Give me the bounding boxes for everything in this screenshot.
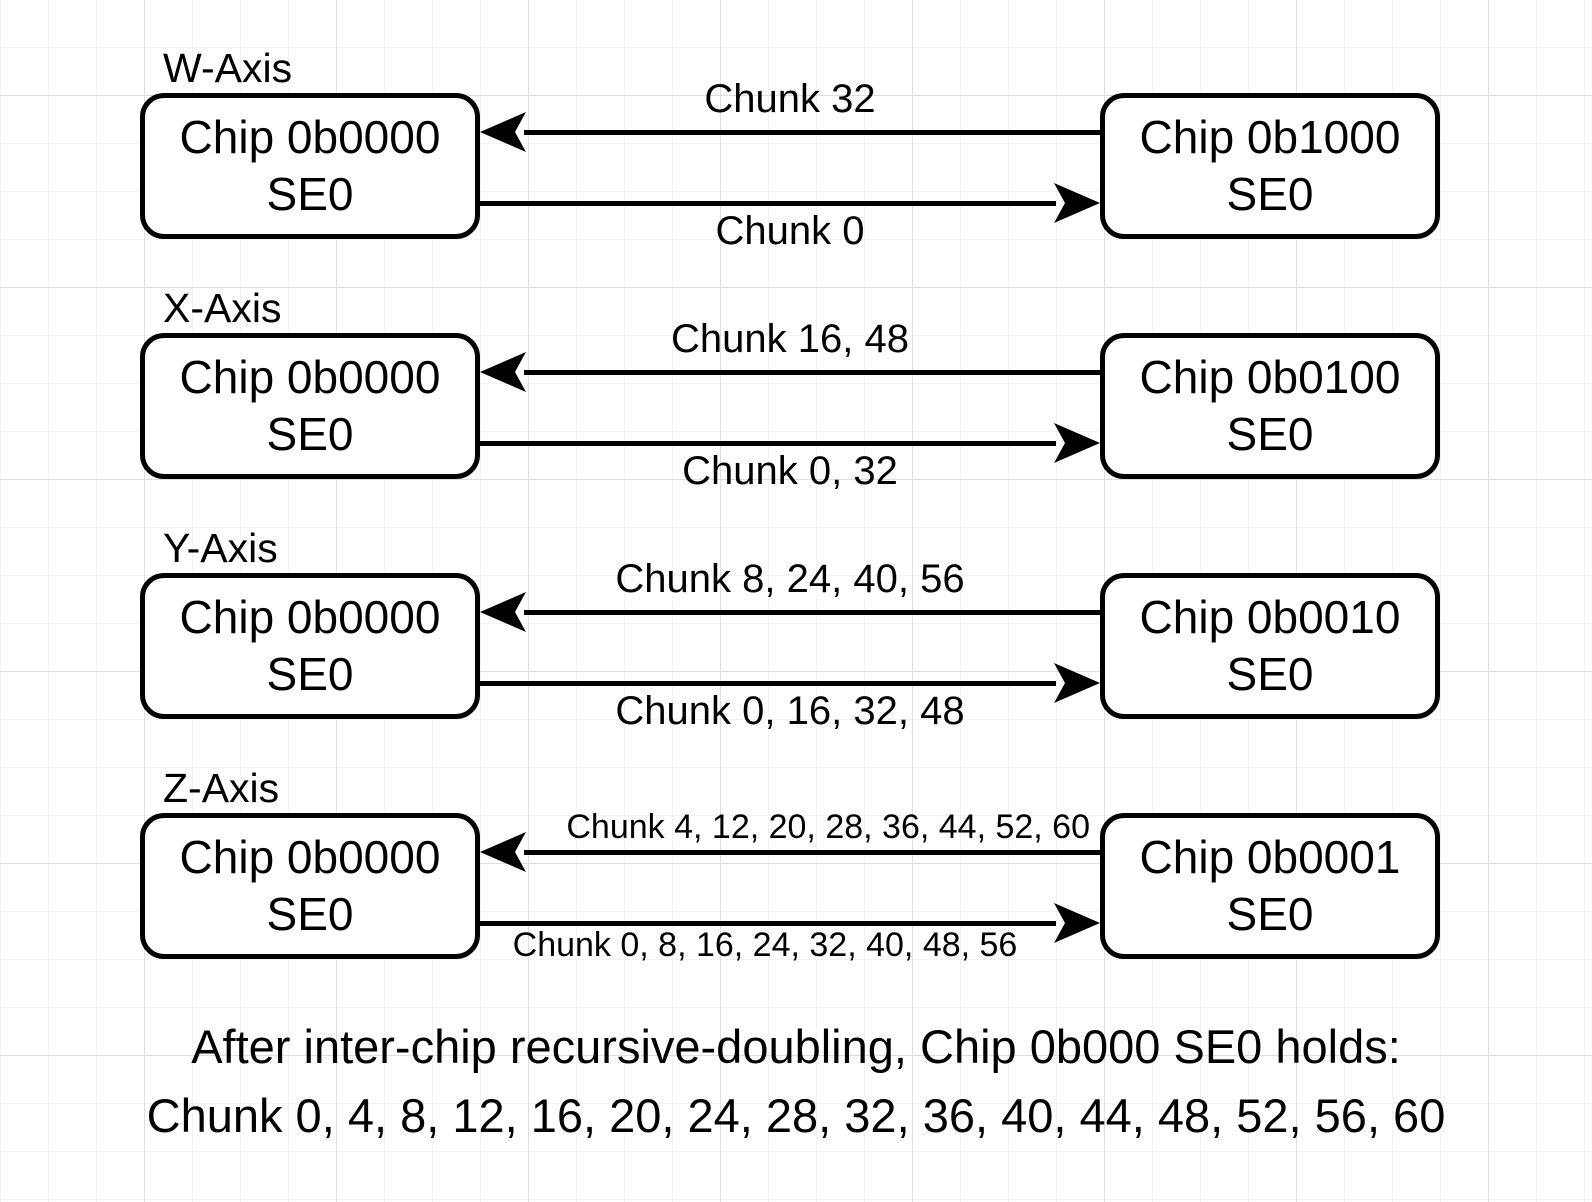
chip-box-left: Chip 0b0000 SE0 — [140, 573, 480, 719]
chip-box-left: Chip 0b0000 SE0 — [140, 333, 480, 479]
arrowhead-right-icon — [1054, 663, 1100, 703]
chip-subtitle: SE0 — [1226, 168, 1314, 220]
chip-subtitle: SE0 — [266, 168, 354, 220]
axis-section-x: X-Axis Chip 0b0000 SE0 Chip 0b0100 SE0 C… — [0, 285, 1592, 525]
arrowhead-left-icon — [480, 592, 526, 632]
arrowhead-left-icon — [480, 832, 526, 872]
chip-box-right: Chip 0b0100 SE0 — [1100, 333, 1440, 479]
chip-title: Chip 0b0100 — [1139, 351, 1401, 403]
arrow-shaft — [524, 130, 1100, 135]
arrow-label-to-left: Chunk 32 — [704, 77, 876, 121]
arrow-label-to-right: Chunk 0, 16, 32, 48 — [615, 689, 965, 733]
chip-box-left: Chip 0b0000 SE0 — [140, 813, 480, 959]
arrowhead-right-icon — [1054, 903, 1100, 943]
axis-section-y: Y-Axis Chip 0b0000 SE0 Chip 0b0010 SE0 C… — [0, 525, 1592, 765]
summary-line-2: Chunk 0, 4, 8, 12, 16, 20, 24, 28, 32, 3… — [146, 1089, 1446, 1142]
axis-label: Z-Axis — [163, 765, 280, 811]
arrow-label-to-right: Chunk 0, 32 — [682, 449, 898, 493]
chip-title: Chip 0b1000 — [1139, 111, 1401, 163]
axis-label: X-Axis — [163, 285, 282, 331]
axis-label: W-Axis — [163, 45, 293, 91]
summary-line-1: After inter-chip recursive-doubling, Chi… — [191, 1020, 1401, 1073]
arrow-shaft — [480, 921, 1056, 926]
chip-subtitle: SE0 — [266, 408, 354, 460]
arrow-label-to-left: Chunk 8, 24, 40, 56 — [615, 557, 965, 601]
axis-section-w: W-Axis Chip 0b0000 SE0 Chip 0b1000 SE0 C… — [0, 45, 1592, 285]
arrow-shaft — [524, 610, 1100, 615]
arrow-shaft — [480, 441, 1056, 446]
arrowhead-left-icon — [480, 112, 526, 152]
chip-box-right: Chip 0b0001 SE0 — [1100, 813, 1440, 959]
chip-box-right: Chip 0b0010 SE0 — [1100, 573, 1440, 719]
arrow-shaft — [480, 681, 1056, 686]
arrowhead-right-icon — [1054, 423, 1100, 463]
arrow-label-to-left: Chunk 16, 48 — [671, 317, 909, 361]
arrow-shaft — [480, 201, 1056, 206]
chip-title: Chip 0b0000 — [179, 831, 441, 883]
chip-subtitle: SE0 — [1226, 408, 1314, 460]
arrowhead-left-icon — [480, 352, 526, 392]
chip-title: Chip 0b0001 — [1139, 831, 1401, 883]
chip-subtitle: SE0 — [1226, 648, 1314, 700]
chip-title: Chip 0b0000 — [179, 111, 441, 163]
chip-title: Chip 0b0010 — [1139, 591, 1401, 643]
arrow-label-to-right: Chunk 0 — [715, 209, 865, 253]
chip-title: Chip 0b0000 — [179, 351, 441, 403]
chip-subtitle: SE0 — [266, 648, 354, 700]
chip-box-left: Chip 0b0000 SE0 — [140, 93, 480, 239]
arrow-label-to-right: Chunk 0, 8, 16, 24, 32, 40, 48, 56 — [512, 926, 1018, 964]
chip-box-right: Chip 0b1000 SE0 — [1100, 93, 1440, 239]
chip-subtitle: SE0 — [1226, 888, 1314, 940]
axis-label: Y-Axis — [163, 525, 278, 571]
arrow-label-to-left: Chunk 4, 12, 20, 28, 36, 44, 52, 60 — [566, 808, 1090, 846]
arrowhead-right-icon — [1054, 183, 1100, 223]
summary-text: After inter-chip recursive-doubling, Chi… — [0, 1012, 1592, 1150]
axis-section-z: Z-Axis Chip 0b0000 SE0 Chip 0b0001 SE0 C… — [0, 765, 1592, 1005]
arrow-shaft — [524, 370, 1100, 375]
chip-subtitle: SE0 — [266, 888, 354, 940]
arrow-shaft — [524, 850, 1100, 855]
chip-title: Chip 0b0000 — [179, 591, 441, 643]
